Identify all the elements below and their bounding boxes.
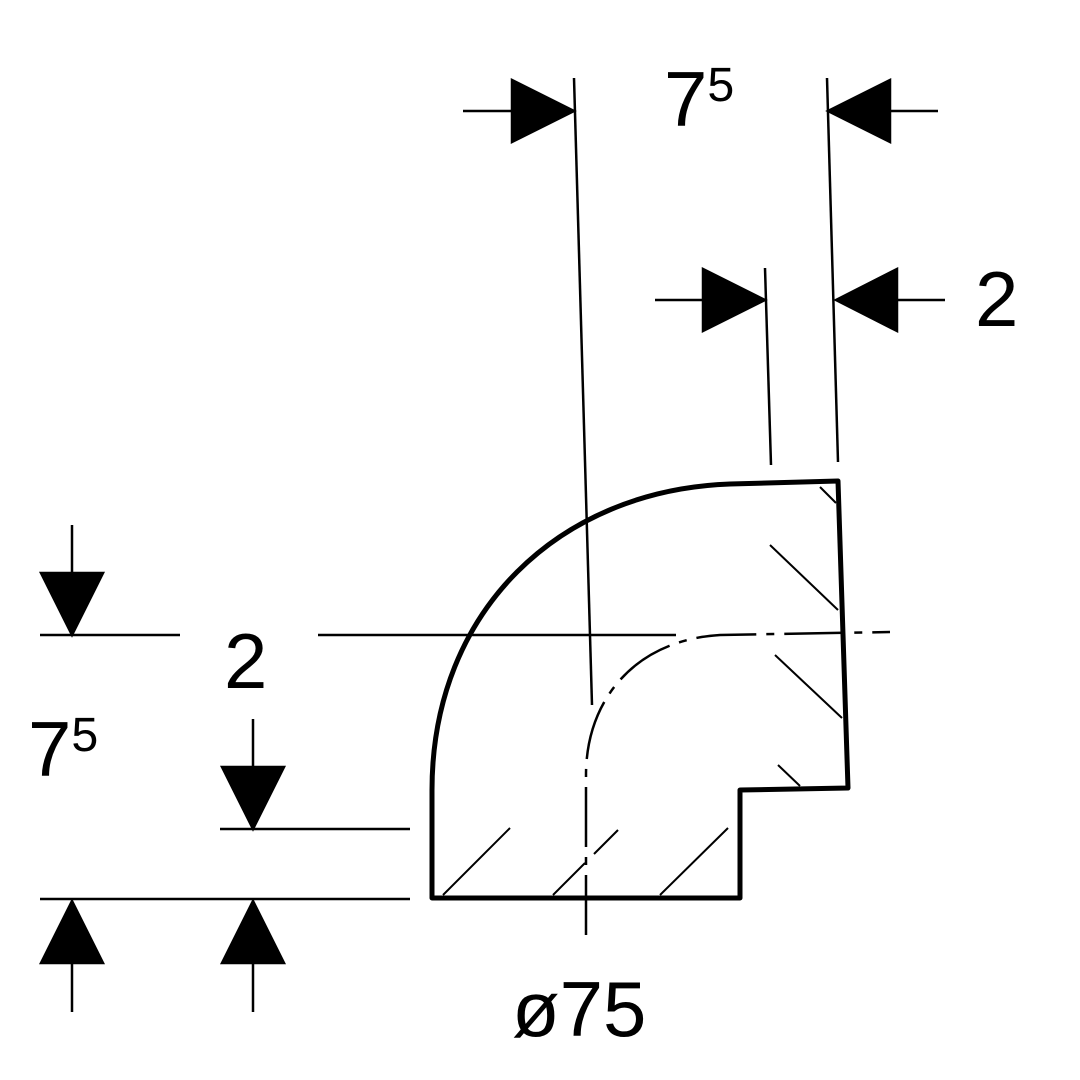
top-outer-dimension: 75 [664, 55, 735, 143]
top-inner-dimension: 2 [975, 255, 1019, 343]
dimension-arrows [38, 77, 945, 1012]
elbow-outline [429, 478, 851, 901]
left-inner-dimension: 2 [224, 617, 268, 705]
diameter-label: ø75 [512, 965, 647, 1053]
center-line [584, 630, 891, 935]
extension-lines [40, 77, 840, 901]
left-outer-dimension: 75 [28, 705, 99, 793]
hatching [442, 486, 843, 896]
